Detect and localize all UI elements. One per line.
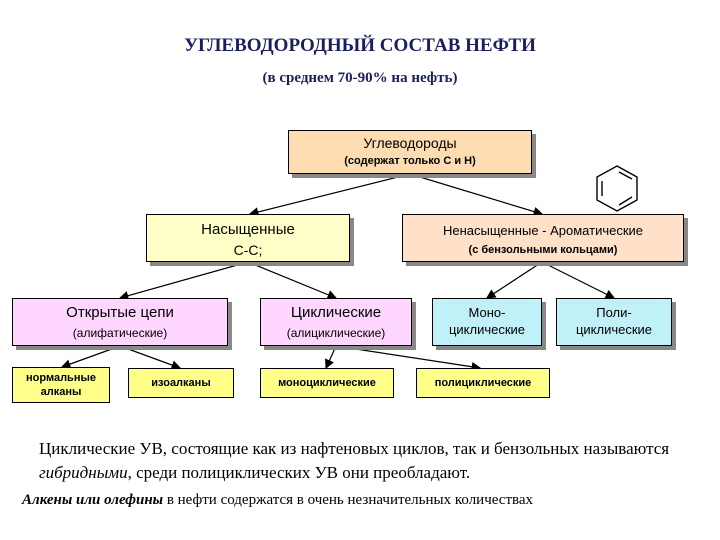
normal-alkanes-box: нормальные алканы bbox=[12, 367, 110, 403]
alkenes-paragraph: Алкены или олефины в нефти содержатся в … bbox=[22, 492, 712, 509]
open-chains-sub: (алифатические) bbox=[72, 326, 168, 340]
hybrid-text-2: , среди полициклических УВ они преоблада… bbox=[127, 463, 471, 482]
arrow-cyclic-to-monoc bbox=[325, 345, 337, 370]
polycyclic-label-1: Поли- bbox=[596, 305, 632, 320]
polycyclic-label-2: циклические bbox=[575, 322, 653, 337]
unsaturated-box: Ненасыщенные - Ароматические (с бензольн… bbox=[402, 214, 684, 262]
hydrocarbons-sub: (содержат только С и Н) bbox=[344, 155, 476, 167]
cyclic-label: Циклические bbox=[290, 304, 382, 321]
normal-alkanes-line1: нормальные bbox=[26, 372, 96, 384]
monocyclic-label-2: циклические bbox=[448, 322, 526, 337]
benzene-ring-icon bbox=[596, 165, 638, 212]
arrow-root-to-saturated bbox=[248, 173, 411, 217]
monocyclic-box: Моно- циклические bbox=[432, 298, 542, 346]
alkenes-term: Алкены или олефины bbox=[22, 492, 164, 508]
cyclic-box: Циклические (алициклические) bbox=[260, 298, 412, 346]
saturated-label: Насыщенные bbox=[201, 221, 295, 238]
saturated-box: Насыщенные С-С; bbox=[146, 214, 350, 262]
polycyclic-leaf-box: полициклические bbox=[416, 368, 550, 398]
arrow-open-to-iso bbox=[119, 345, 182, 370]
saturated-sub: С-С; bbox=[233, 242, 263, 258]
arrow-unsat-to-mono bbox=[485, 261, 543, 299]
alkenes-text: в нефти содержатся в очень незначительны… bbox=[163, 492, 534, 508]
hydrocarbons-label: Углеводороды bbox=[363, 135, 457, 151]
page-title: УГЛЕВОДОРОДНЫЙ СОСТАВ НЕФТИ bbox=[184, 35, 536, 56]
unsaturated-sub: (с бензольными кольцами) bbox=[468, 244, 618, 256]
hydrocarbons-box: Углеводороды (содержат только С и Н) bbox=[288, 130, 532, 174]
arrow-sat-to-cyclic bbox=[247, 261, 338, 300]
polycyclic-box: Поли- циклические bbox=[556, 298, 672, 346]
arrow-sat-to-open bbox=[118, 261, 249, 301]
normal-alkanes-line2: алканы bbox=[40, 386, 82, 398]
cyclic-sub: (алициклические) bbox=[286, 326, 386, 340]
unsaturated-label: Ненасыщенные - Ароматические bbox=[442, 223, 644, 238]
hybrid-paragraph: Циклические УВ, состоящие как из нафтено… bbox=[39, 437, 709, 485]
hybrid-term: гибридными bbox=[39, 463, 128, 482]
arrow-root-to-unsaturated bbox=[409, 173, 544, 217]
page-subtitle: (в среднем 70-90% на нефть) bbox=[262, 70, 458, 86]
monocyclic-label-1: Моно- bbox=[468, 305, 506, 320]
arrow-cyclic-to-polyc bbox=[335, 345, 482, 372]
open-chains-label: Открытые цепи bbox=[66, 304, 174, 321]
isoalkanes-box: изоалканы bbox=[128, 368, 234, 398]
arrow-open-to-normal bbox=[60, 345, 121, 369]
hybrid-text-1: Циклические УВ, состоящие как из нафтено… bbox=[39, 439, 670, 458]
open-chains-box: Открытые цепи (алифатические) bbox=[12, 298, 228, 346]
monocyclic-leaf-box: моноциклические bbox=[260, 368, 394, 398]
arrow-unsat-to-poly bbox=[541, 261, 616, 299]
